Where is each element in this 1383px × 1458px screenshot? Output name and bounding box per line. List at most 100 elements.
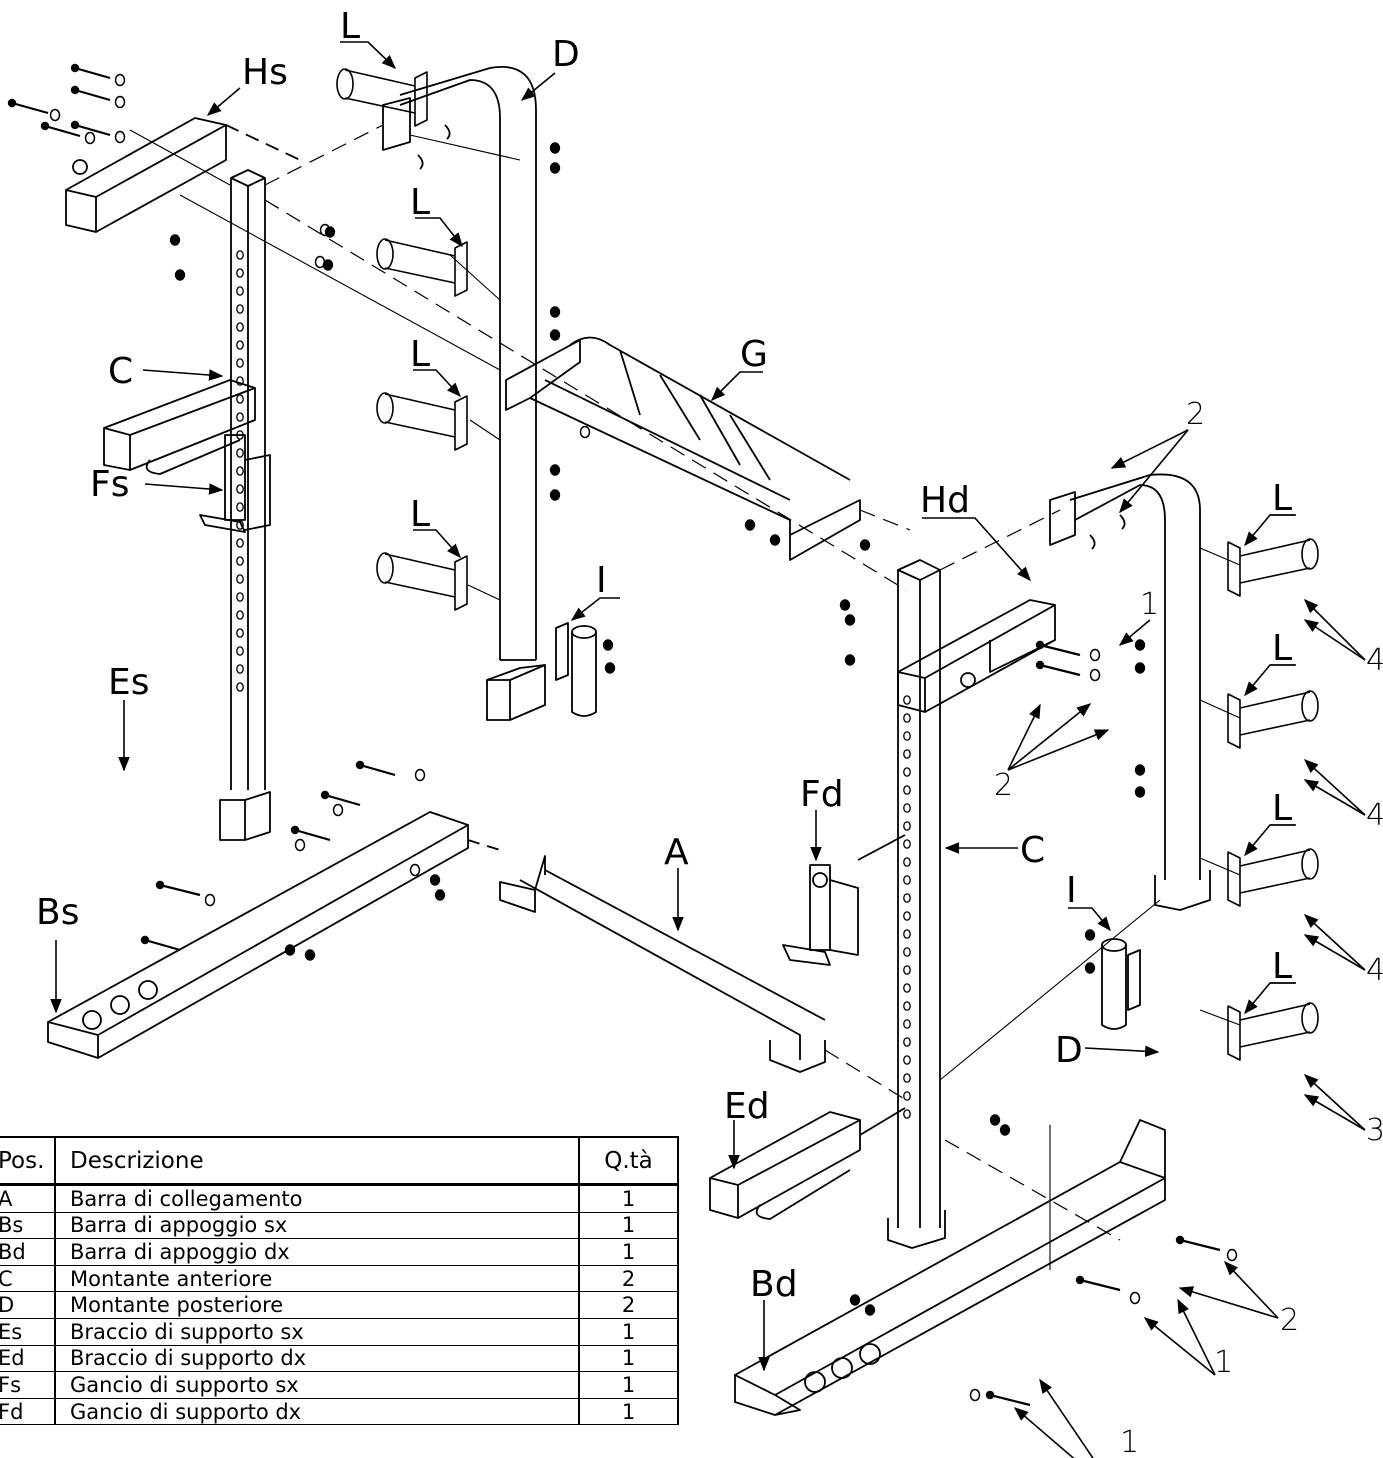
callout-l-right-3: L: [1272, 788, 1292, 829]
row-description: Gancio di supporto dx: [55, 1398, 580, 1426]
callout-l-upper: L: [410, 182, 430, 223]
top-brace-left: [65, 117, 301, 233]
callout-1-bottom: 1: [1120, 1425, 1139, 1458]
row-pos: Bs: [0, 1212, 56, 1240]
parts-table-header: Pos. Descrizione Q.tà: [0, 1136, 679, 1186]
row-description: Braccio di supporto sx: [55, 1318, 580, 1346]
rear-upright-left: [382, 66, 546, 721]
row-description: Gancio di supporto sx: [55, 1371, 580, 1399]
callout-l-lower: L: [410, 494, 430, 535]
callout-hd: Hd: [920, 480, 970, 521]
row-pos: Bd: [0, 1238, 56, 1266]
support-hook-right: [782, 834, 906, 966]
row-pos: Ed: [0, 1345, 56, 1373]
bar-holder-right: [1101, 938, 1141, 1030]
callout-leaders: [50, 41, 1366, 1458]
callout-fs: Fs: [90, 464, 129, 505]
callout-bs: Bs: [36, 892, 79, 933]
callout-2-bottom: 2: [1280, 1303, 1299, 1338]
assembly-lines: [264, 124, 1121, 1241]
callout-1-mid: 1: [1140, 587, 1159, 622]
callout-1-bottom-right: 1: [1214, 1345, 1233, 1380]
callout-d-right: D: [1055, 1030, 1083, 1071]
parts-table: Pos. Descrizione Q.tà ABarra di collegam…: [0, 1136, 679, 1426]
base-bar-left: [47, 811, 469, 1059]
callout-4-b: 4: [1366, 798, 1383, 833]
base-bar-right: [734, 1119, 1166, 1416]
row-pos: A: [0, 1184, 56, 1213]
callout-2-mid: 2: [994, 768, 1013, 803]
row-pos: Fs: [0, 1371, 56, 1399]
callout-hs: Hs: [242, 52, 288, 93]
row-quantity: 1: [579, 1212, 679, 1240]
header-quantity: Q.tà: [579, 1136, 679, 1186]
row-pos: Fd: [0, 1398, 56, 1426]
callout-l-middle: L: [410, 334, 430, 375]
callout-bd: Bd: [750, 1264, 798, 1305]
row-description: Montante anteriore: [55, 1265, 580, 1293]
axis-lines: [129, 129, 1241, 1270]
row-quantity: 1: [579, 1371, 679, 1399]
callout-l-right-4: L: [1272, 946, 1292, 987]
row-pos: Es: [0, 1318, 56, 1346]
callout-l-top: L: [340, 6, 360, 47]
row-quantity: 1: [579, 1345, 679, 1373]
callout-l-right-1: L: [1272, 478, 1292, 519]
header-description: Descrizione: [55, 1136, 580, 1186]
support-hook-left: [199, 434, 271, 533]
callout-c-left: C: [108, 351, 133, 392]
upright-left-holes: [236, 250, 244, 692]
chin-up-bar: [505, 336, 861, 561]
bar-holder-left: [555, 622, 597, 717]
callout-g: G: [740, 334, 768, 375]
row-pos: C: [0, 1265, 56, 1293]
callout-i-left: I: [596, 560, 607, 601]
top-brace-right: [897, 599, 1056, 713]
row-quantity: 1: [579, 1184, 679, 1213]
callout-ed: Ed: [724, 1086, 770, 1127]
row-quantity: 1: [579, 1398, 679, 1426]
support-arm-right: [709, 1107, 906, 1220]
row-quantity: 1: [579, 1318, 679, 1346]
callout-4-c: 4: [1366, 953, 1383, 988]
row-description: Barra di appoggio dx: [55, 1238, 580, 1266]
front-upright-left: [219, 169, 271, 841]
fasteners: [7, 63, 1238, 1407]
callout-fd: Fd: [800, 774, 844, 815]
callout-l-right-2: L: [1272, 628, 1292, 669]
connecting-bar: [467, 839, 826, 1073]
callout-4-a: 4: [1366, 643, 1383, 678]
row-description: Barra di collegamento: [55, 1184, 580, 1213]
support-arm-left: [103, 379, 256, 475]
front-upright-right: [887, 559, 946, 1249]
callout-i-right: I: [1066, 870, 1077, 911]
callout-es: Es: [108, 662, 150, 703]
row-quantity: 2: [579, 1265, 679, 1293]
upright-right-holes: [903, 695, 911, 1119]
callout-3: 3: [1366, 1113, 1383, 1148]
row-description: Braccio di supporto dx: [55, 1345, 580, 1373]
row-quantity: 1: [579, 1238, 679, 1266]
plate-pegs-left: [336, 68, 468, 611]
callout-c-right: C: [1020, 830, 1045, 871]
callout-2-top: 2: [1186, 397, 1205, 432]
row-quantity: 2: [579, 1291, 679, 1319]
callout-a: A: [664, 832, 689, 873]
row-description: Barra di appoggio sx: [55, 1212, 580, 1240]
row-pos: D: [0, 1291, 56, 1319]
plate-pegs-right: [1227, 538, 1319, 1061]
callout-d-top: D: [552, 34, 580, 75]
header-pos: Pos.: [0, 1136, 56, 1186]
rear-upright-right: [1049, 473, 1211, 911]
row-description: Montante posteriore: [55, 1291, 580, 1319]
